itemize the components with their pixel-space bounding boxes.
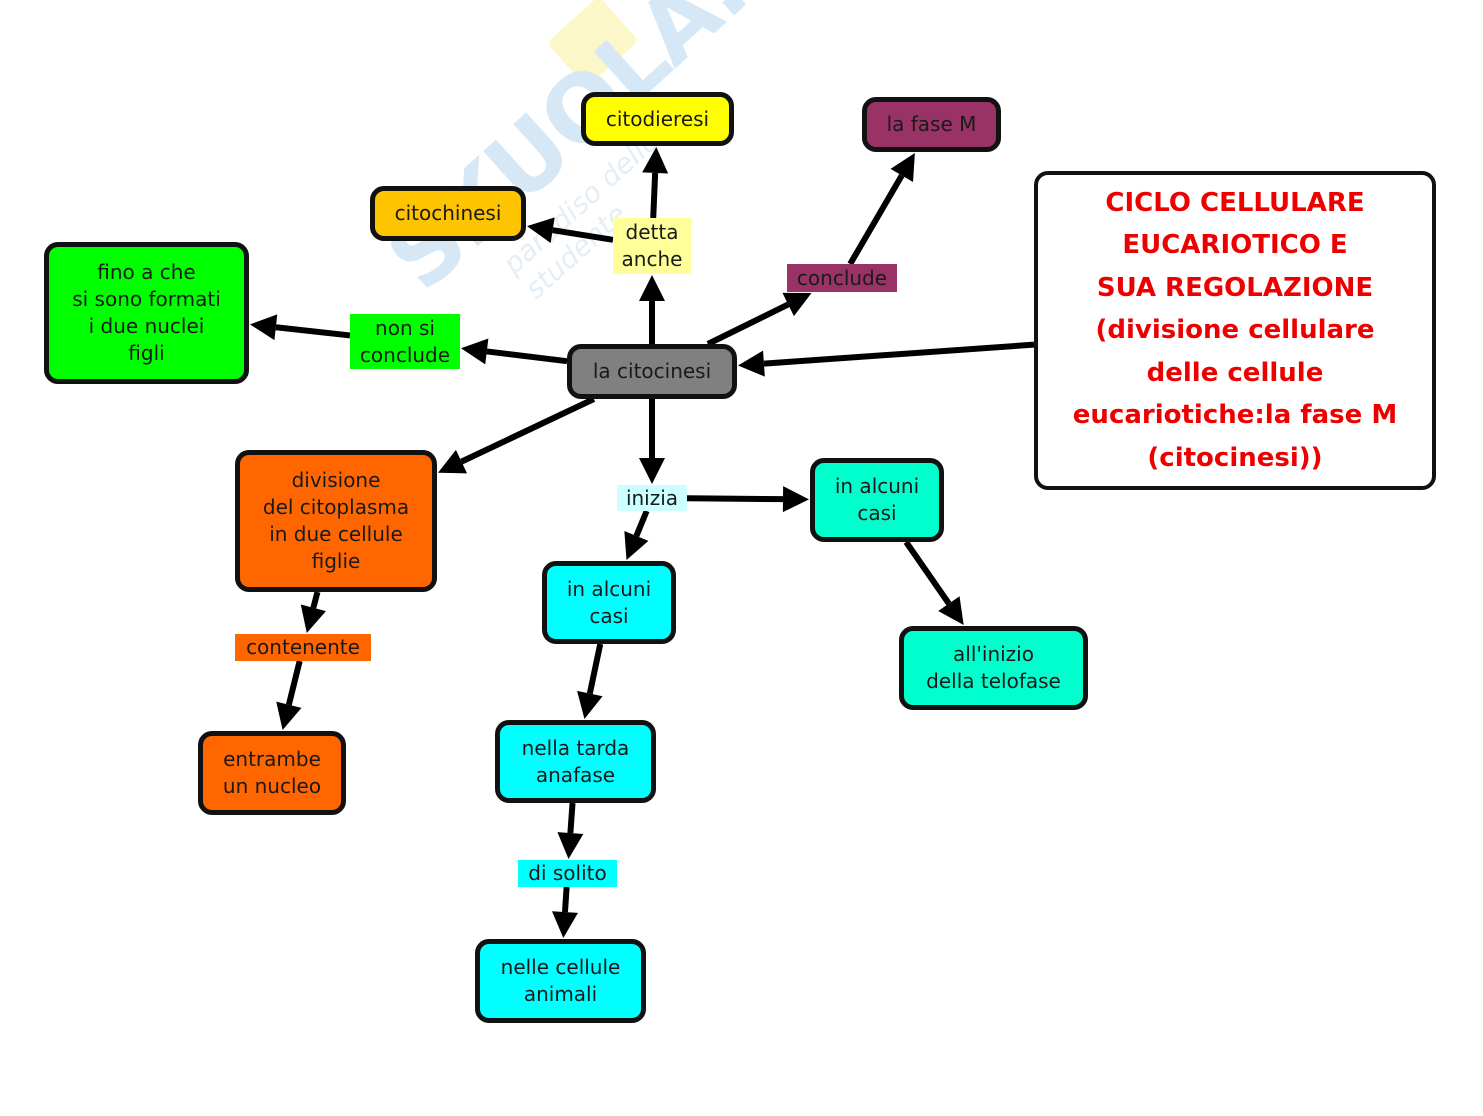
node-label: la citocinesi [592,359,712,383]
edge-tarda_anafase-to-di_solito [567,802,576,834]
arrowhead-icon [552,911,578,938]
node-label: divisione del citoplasma in due cellule … [262,468,410,573]
arrowhead-icon [557,832,584,859]
edge-contenente-to-entrambe [285,660,303,706]
node-entrambe-un-nucleo[interactable]: entrambe un nucleo [198,731,346,815]
arrowhead-icon [461,338,489,365]
arrowhead-icon [639,275,665,301]
arrowhead-icon [624,531,649,560]
link-label: contenente [246,635,360,659]
link-label: detta anche [621,220,683,271]
node-label: citochinesi [394,201,502,225]
node-label: nelle cellule animali [500,955,621,1006]
node-label: entrambe un nucleo [222,747,322,798]
link-di-solito[interactable]: di solito [518,860,617,887]
map-title-box: CICLO CELLULARE EUCARIOTICO E SUA REGOLA… [1034,171,1436,490]
link-non-si-conclude[interactable]: non si conclude [350,314,460,369]
edge-center-to-conclude [706,301,790,347]
arrowhead-icon [438,449,468,474]
edge-detta_anche-to-citochinesi [552,227,614,243]
link-contenente[interactable]: contenente [235,634,371,661]
arrowhead-icon [642,147,669,174]
node-citochinesi[interactable]: citochinesi [370,186,526,241]
node-in-alcuni-casi-right[interactable]: in alcuni casi [810,458,944,542]
link-inizia[interactable]: inizia [617,485,687,511]
arrowhead-icon [938,596,964,625]
edge-center-to-divisione [460,396,596,465]
node-citodieresi[interactable]: citodieresi [581,92,734,146]
node-divisione-del-citoplasma[interactable]: divisione del citoplasma in due cellule … [235,450,437,592]
node-fino-a-che[interactable]: fino a che si sono formati i due nuclei … [44,242,249,384]
node-tarda-anafase[interactable]: nella tarda anafase [495,720,656,803]
node-label: in alcuni casi [566,576,652,628]
link-detta-anche[interactable]: detta anche [613,218,691,274]
node-label: fino a che si sono formati i due nuclei … [72,260,221,365]
arrowhead-icon [738,350,765,377]
arrowhead-icon [890,153,915,183]
edge-detta_anche-to-citodieresi [650,172,659,219]
edge-conclude-to-fase_m [847,173,905,266]
arrowhead-icon [782,292,812,317]
arrowhead-icon [782,486,809,513]
edge-inizia-to-alcuni_casi_right [686,495,784,503]
edge-alcuni_casi_right-to-telofase [903,540,952,606]
node-cellule-animali[interactable]: nelle cellule animali [475,939,646,1023]
edge-non_si_conclude-to-fino_a_che [275,324,351,339]
arrowhead-icon [300,604,326,633]
arrowhead-icon [250,314,278,341]
edge-alcuni_casi_left-to-tarda_anafase [586,643,604,695]
node-label: la fase M [886,112,977,136]
arrowhead-icon [276,701,302,730]
edge-inizia-to-alcuni_casi_left [633,509,650,538]
node-label: nella tarda anafase [521,735,630,787]
arrowhead-icon [639,458,665,484]
link-label: non si conclude [359,315,451,367]
node-inizio-telofase[interactable]: all'inizio della telofase [899,626,1088,710]
link-label: conclude [796,265,888,290]
node-label: all'inizio della telofase [926,642,1061,693]
edge-divisione-to-contenente [310,591,321,609]
link-conclude[interactable]: conclude [787,264,897,292]
arrowhead-icon [527,217,555,244]
node-label: in alcuni casi [834,474,920,525]
map-title-text: CICLO CELLULARE EUCARIOTICO E SUA REGOLA… [1072,187,1398,473]
link-label: inizia [625,485,679,510]
node-la-citocinesi[interactable]: la citocinesi [567,344,737,399]
edge-di_solito-to-cellule_animali [561,886,570,913]
edge-center-to-non_si_conclude [486,348,568,365]
node-label: citodieresi [605,106,710,131]
arrowhead-icon [577,690,603,719]
link-label: di solito [528,861,607,885]
node-la-fase-m[interactable]: la fase M [862,97,1001,152]
edge-title-to-center [763,341,1035,367]
node-in-alcuni-casi-left[interactable]: in alcuni casi [542,561,676,644]
